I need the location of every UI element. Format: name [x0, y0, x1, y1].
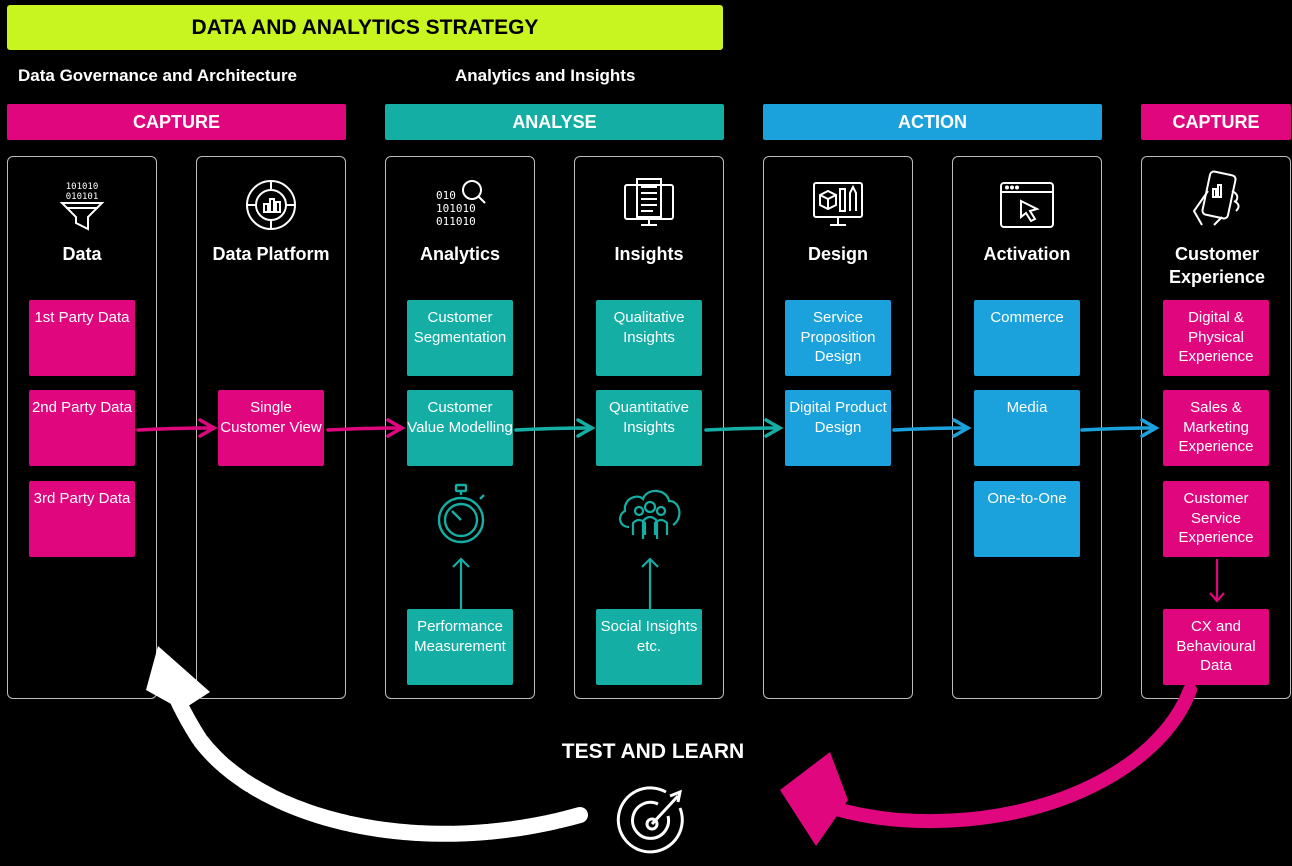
design-tools-icon [813, 182, 863, 226]
svg-text:101010: 101010 [66, 182, 99, 192]
column-title: Data Platform [212, 244, 330, 264]
binary-search-icon: 010 101010 011010 [436, 180, 486, 228]
radar-target-icon [616, 786, 684, 854]
svg-text:101010: 101010 [436, 202, 476, 215]
box-performance-measurement: Performance Measurement [407, 609, 513, 685]
arrow-down-icon [1209, 559, 1225, 603]
box-customer-service-experience: Customer Service Experience [1163, 481, 1269, 557]
box-customer-value-modelling: Customer Value Modelling [407, 390, 513, 466]
svg-text:010101: 010101 [66, 192, 99, 202]
svg-text:010: 010 [436, 189, 456, 202]
column-data-platform: Data Platform Single Customer View [196, 156, 346, 699]
arrow-up-icon [452, 557, 470, 609]
box-service-proposition-design: Service Proposition Design [785, 300, 891, 376]
column-title: Data [62, 244, 102, 264]
box-3rd-party-data: 3rd Party Data [29, 481, 135, 557]
loop-arrow-pink [780, 683, 1197, 846]
stopwatch-icon [437, 483, 485, 544]
box-qualitative-insights: Qualitative Insights [596, 300, 702, 376]
box-media: Media [974, 390, 1080, 466]
column-title: Insights [614, 244, 684, 264]
browser-cursor-icon [1000, 182, 1054, 228]
arrow-up-icon [641, 557, 659, 609]
box-one-to-one: One-to-One [974, 481, 1080, 557]
box-1st-party-data: 1st Party Data [29, 300, 135, 376]
report-monitor-icon [624, 178, 674, 226]
column-title: Design [807, 244, 868, 264]
hand-phone-icon [1192, 170, 1240, 226]
column-analytics: 010 101010 011010 Analytics Customer Seg… [385, 156, 535, 699]
box-cx-behavioural-data: CX and Behavioural Data [1163, 609, 1269, 685]
column-title: Customer Experience [1168, 244, 1266, 287]
diagram-title: DATA AND ANALYTICS STRATEGY [7, 5, 723, 50]
phase-capture-1: CAPTURE [7, 104, 346, 140]
test-and-learn-title: TEST AND LEARN [561, 740, 745, 763]
phase-action: ACTION [763, 104, 1102, 140]
svg-text:011010: 011010 [436, 215, 476, 228]
phase-capture-2: CAPTURE [1141, 104, 1291, 140]
box-2nd-party-data: 2nd Party Data [29, 390, 135, 466]
phase-analyse: ANALYSE [385, 104, 724, 140]
box-quantitative-insights: Quantitative Insights [596, 390, 702, 466]
column-activation: Activation Commerce Media One-to-One [952, 156, 1102, 699]
analytics-subheading: Analytics and Insights [455, 66, 636, 85]
data-platform-chart-icon [246, 180, 296, 230]
column-insights: Insights Qualitative Insights Quantitati… [574, 156, 724, 699]
column-title: Activation [983, 244, 1071, 264]
box-single-customer-view: Single Customer View [218, 390, 324, 466]
box-social-insights: Social Insights etc. [596, 609, 702, 685]
people-cloud-icon [619, 489, 681, 539]
box-digital-physical-experience: Digital & Physical Experience [1163, 300, 1269, 376]
box-sales-marketing-experience: Sales & Marketing Experience [1163, 390, 1269, 466]
column-design: Design Service Proposition Design Digita… [763, 156, 913, 699]
governance-subheading: Data Governance and Architecture [18, 66, 298, 85]
data-funnel-icon: 101010 010101 [59, 182, 105, 231]
box-digital-product-design: Digital Product Design [785, 390, 891, 466]
column-title: Analytics [419, 244, 501, 264]
box-commerce: Commerce [974, 300, 1080, 376]
box-customer-segmentation: Customer Segmentation [407, 300, 513, 376]
column-data: 101010 010101 Data 1st Party Data 2nd Pa… [7, 156, 157, 699]
column-customer-experience: Customer Experience Digital & Physical E… [1141, 156, 1291, 699]
